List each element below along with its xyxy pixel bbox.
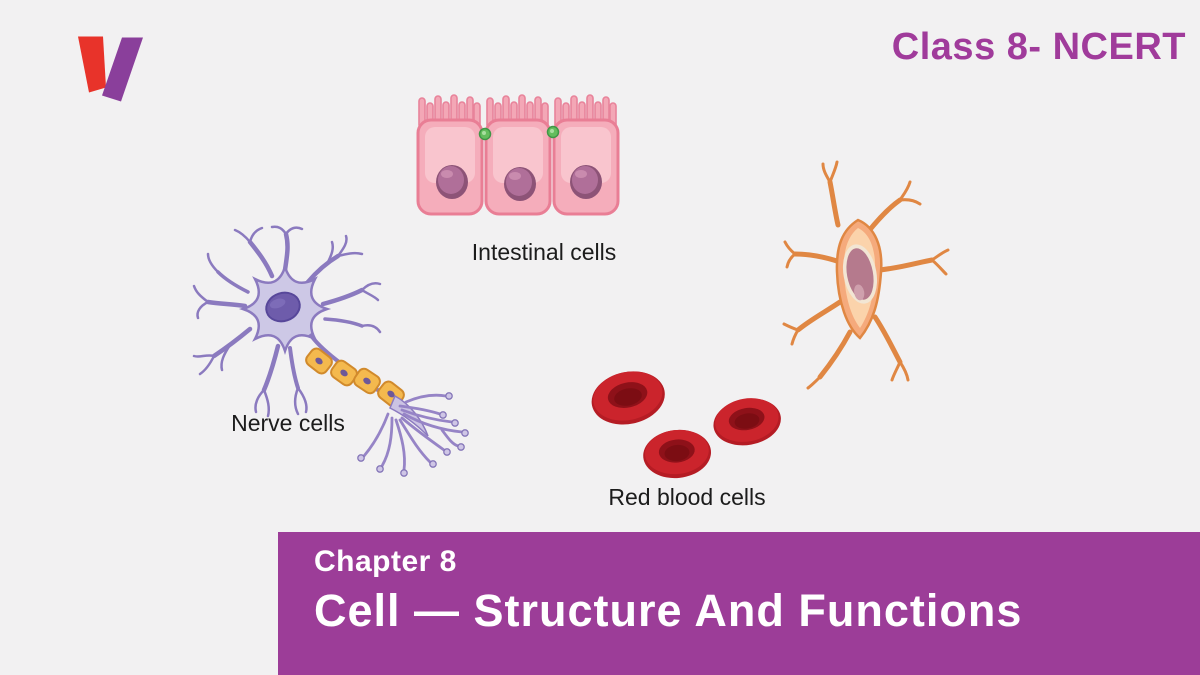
synaptic-knobs: [357, 392, 469, 477]
nerve-cell-illustration: [192, 225, 469, 477]
axon-terminals: [362, 393, 464, 472]
red-blood-cells-label: Red blood cells: [608, 484, 766, 510]
chapter-banner: Chapter 8 Cell — Structure And Functions: [278, 532, 1200, 675]
chapter-number: Chapter 8: [314, 545, 457, 578]
nerve-cells-label: Nerve cells: [231, 410, 345, 436]
intestinal-cells-illustration: [416, 94, 620, 216]
dendrites: [192, 225, 382, 418]
spindle-nucleus: [842, 244, 878, 304]
neuron-nucleus: [265, 291, 301, 323]
class-tag: Class 8- NCERT: [891, 26, 1186, 68]
junction-dots: [478, 125, 560, 141]
intestinal-cells-label: Intestinal cells: [471, 239, 617, 265]
rbc-1: [591, 371, 665, 425]
chapter-title: Cell — Structure And Functions: [314, 584, 1023, 636]
v-logo-icon: [78, 36, 143, 102]
rbc-2: [713, 398, 781, 446]
red-blood-cells-illustration: [591, 371, 781, 479]
myelin-sheath: [305, 347, 405, 408]
nuclei: [436, 165, 602, 201]
star-shaped-cell-illustration: [782, 160, 950, 390]
rbc-3: [643, 429, 712, 479]
